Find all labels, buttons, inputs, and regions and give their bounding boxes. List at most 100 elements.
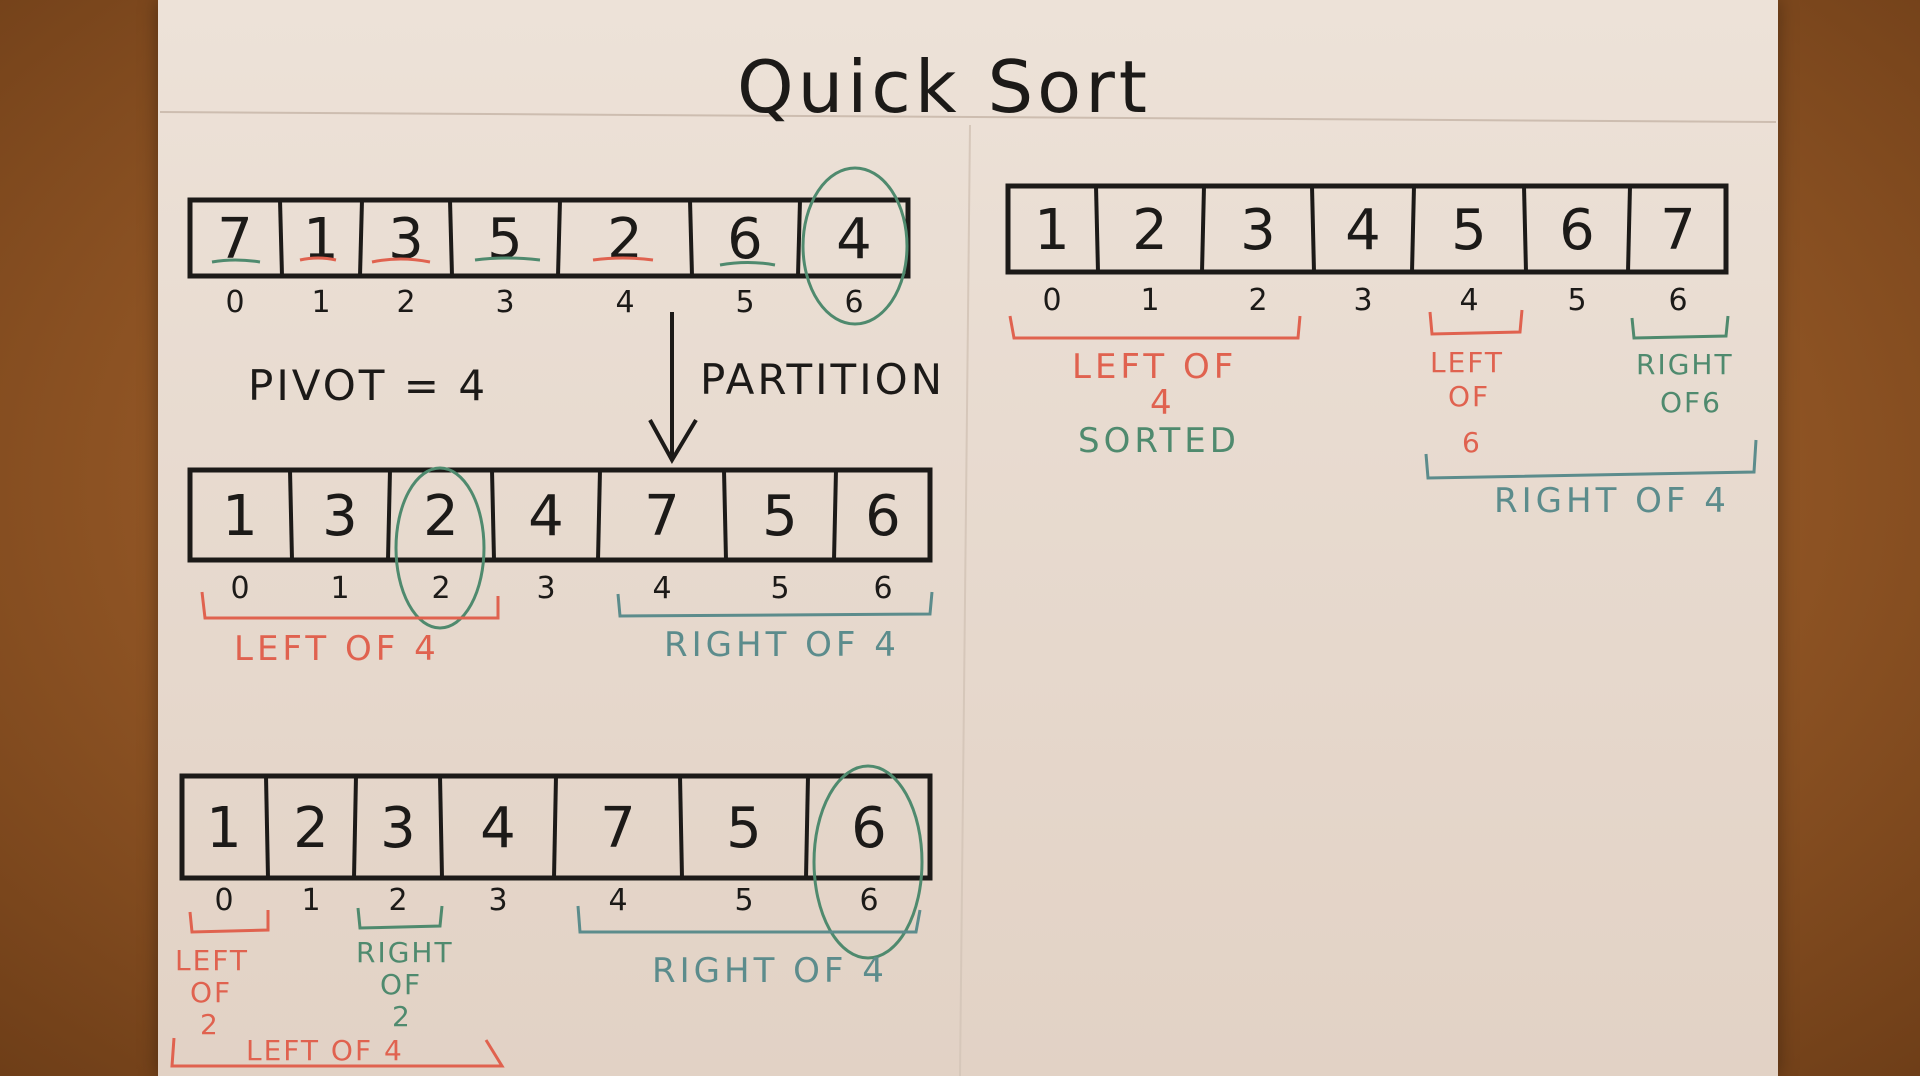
array-cell-value: 2 <box>423 484 459 549</box>
label-sorted: SORTED <box>1078 421 1240 461</box>
array-cell-value: 7 <box>600 796 636 861</box>
array-cell-value: 4 <box>836 207 872 272</box>
bracket-right-of-6 <box>1630 315 1730 340</box>
label-left-of-4-lower: LEFT OF 4 <box>246 1034 404 1067</box>
cell-divider <box>352 775 358 879</box>
array-index-label: 6 <box>844 285 863 320</box>
array-index-label: 5 <box>770 571 789 606</box>
cell-divider <box>448 199 454 277</box>
bracket-left-of-2 <box>188 910 270 934</box>
label-left-of-4-right-line2: 4 <box>1150 383 1176 423</box>
cell-divider <box>278 199 284 277</box>
array-cell-value: 7 <box>644 484 680 549</box>
array-index-label: 0 <box>214 883 233 918</box>
pivot-circle-6 <box>812 764 924 960</box>
array-index-label: 6 <box>873 571 892 606</box>
bracket-left-of-4 <box>200 591 500 620</box>
array-cell-value: 7 <box>1660 198 1696 263</box>
label-right-of-2-line3: 2 <box>392 1000 412 1033</box>
array-index-label: 3 <box>1353 283 1372 318</box>
array-index-label: 1 <box>311 285 330 320</box>
center-divider <box>959 124 971 1076</box>
cell-divider <box>804 775 810 879</box>
array-cell-value: 4 <box>480 796 516 861</box>
array-index-label: 0 <box>230 571 249 606</box>
cell-divider <box>288 469 294 561</box>
array-cell-value: 5 <box>762 484 798 549</box>
bracket-left-of-4-right <box>1008 315 1302 340</box>
array-index-label: 5 <box>734 883 753 918</box>
cell-divider <box>832 469 838 561</box>
array-original-underlines <box>211 256 776 267</box>
array-index-label: 0 <box>225 285 244 320</box>
underline-3 <box>371 257 431 264</box>
array-cell-value: 2 <box>293 796 329 861</box>
label-left-of-4-right-line1: LEFT OF <box>1072 347 1237 387</box>
array-cell-value: 3 <box>388 207 424 272</box>
array-index-label: 1 <box>301 883 320 918</box>
array-index-label: 3 <box>488 883 507 918</box>
array-cell-value: 1 <box>303 207 339 272</box>
cell-divider <box>556 199 562 277</box>
cell-divider <box>1522 185 1528 273</box>
array-cell-value: 3 <box>322 484 358 549</box>
array-index-label: 0 <box>1042 283 1061 318</box>
paper-sheet <box>158 0 1778 1076</box>
array-index-label: 4 <box>652 571 671 606</box>
array-cell-value: 4 <box>1345 198 1381 263</box>
cell-divider <box>1410 185 1416 273</box>
array-index-label: 1 <box>1140 283 1159 318</box>
array-cell-value: 2 <box>1132 198 1168 263</box>
bracket-right-of-4-lower <box>576 905 922 934</box>
label-right-of-4-lower: RIGHT OF 4 <box>652 951 888 991</box>
label-right-of-4: RIGHT OF 4 <box>664 625 900 665</box>
array-cell-value: 5 <box>1451 198 1487 263</box>
cell-divider <box>796 199 802 277</box>
array-index-label: 4 <box>615 285 634 320</box>
page-title: Quick Sort <box>737 45 1151 129</box>
label-right-of-2-line1: RIGHT <box>356 936 454 969</box>
cell-divider <box>552 775 558 879</box>
array-index-label: 2 <box>388 883 407 918</box>
cell-divider <box>1200 185 1206 273</box>
array-cell-value: 6 <box>865 484 901 549</box>
label-right-of-4-right: RIGHT OF 4 <box>1494 481 1730 521</box>
cell-divider <box>678 775 684 879</box>
array-cell-value: 3 <box>1240 198 1276 263</box>
array-cell-value: 2 <box>607 207 643 272</box>
bracket-left-of-6 <box>1428 309 1524 336</box>
label-left-of-2-line2: OF <box>190 976 232 1009</box>
label-left-of-4: LEFT OF 4 <box>234 629 440 669</box>
array-cell-value: 4 <box>528 484 564 549</box>
array-index-label: 5 <box>735 285 754 320</box>
array-cell-value: 1 <box>222 484 258 549</box>
cell-divider <box>1094 185 1100 273</box>
cell-divider <box>1626 185 1632 273</box>
bracket-right-of-4 <box>616 591 934 618</box>
cell-divider <box>722 469 728 561</box>
cell-divider <box>358 199 364 277</box>
underline-2 <box>592 256 654 262</box>
cell-divider <box>688 199 694 277</box>
array-index-label: 4 <box>608 883 627 918</box>
array-index-label: 1 <box>330 571 349 606</box>
label-right-of-6-line1: RIGHT <box>1636 348 1734 381</box>
bracket-left-of-4-lower <box>170 1037 505 1068</box>
label-right-of-2-line2: OF <box>380 968 422 1001</box>
array-frame <box>1005 183 1729 275</box>
array-index-label: 2 <box>431 571 450 606</box>
bracket-right-of-2 <box>356 905 444 930</box>
array-cell-value: 1 <box>1034 198 1070 263</box>
cell-divider <box>596 469 602 561</box>
cell-divider <box>264 775 270 879</box>
array-index-label: 6 <box>1668 283 1687 318</box>
cell-divider <box>438 775 444 879</box>
pivot-circle-4 <box>801 166 909 326</box>
underline-7 <box>211 258 261 264</box>
array-index-label: 2 <box>1248 283 1267 318</box>
